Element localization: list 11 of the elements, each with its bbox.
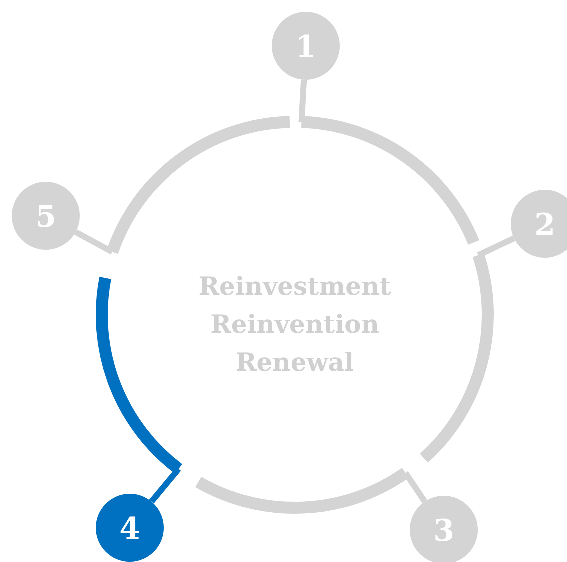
- leader-line: [74, 230, 114, 255]
- leader-line: [149, 467, 182, 504]
- leader-line: [298, 80, 308, 122]
- step-number-circle: 4: [96, 494, 164, 562]
- ring-segment: [96, 277, 183, 474]
- leader-line: [477, 236, 516, 258]
- ring-segment: [301, 116, 480, 246]
- ring-segment: [106, 116, 290, 254]
- ring-segment: [420, 254, 494, 463]
- leader-line: [403, 471, 428, 504]
- ring-segment: [196, 468, 409, 514]
